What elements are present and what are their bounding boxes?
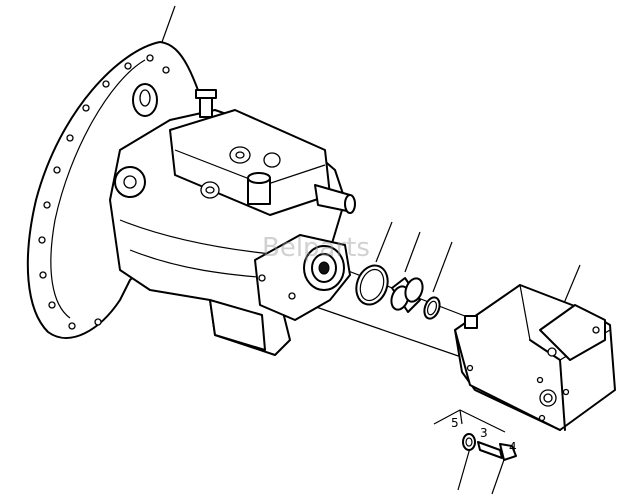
end-cover	[254, 234, 351, 321]
retaining-ring	[423, 296, 441, 320]
control-valve-block	[114, 89, 331, 216]
o-ring	[355, 264, 389, 306]
lifting-eye	[132, 83, 158, 117]
watermark: Belparts	[262, 233, 370, 263]
callout-5: 5	[451, 416, 459, 430]
callout-3: 3	[480, 426, 488, 440]
washer	[462, 433, 476, 451]
bolt	[477, 441, 517, 461]
side-fitting	[314, 184, 356, 214]
flange-bolt-holes	[38, 54, 170, 330]
gear-pump	[454, 284, 616, 431]
needle-bearing	[390, 277, 424, 313]
callout-4: 4	[509, 440, 517, 454]
